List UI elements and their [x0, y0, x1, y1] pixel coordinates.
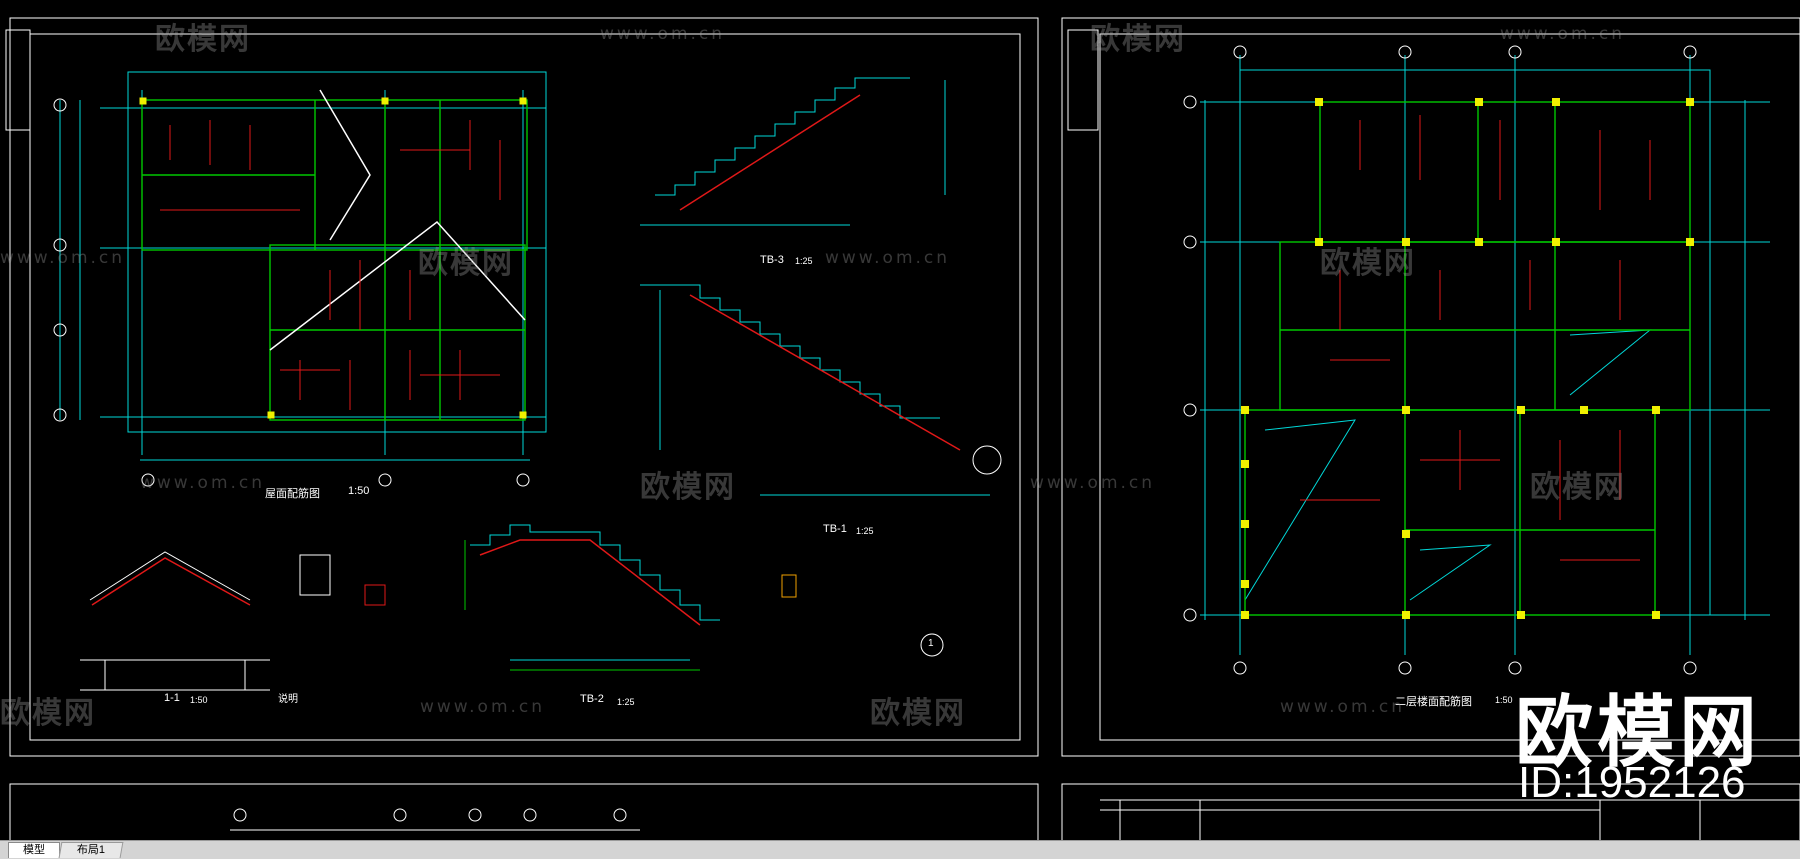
- notes-title: 说明: [278, 694, 298, 705]
- tb2-label: TB-2: [580, 693, 604, 705]
- section-scale: 1:50: [190, 695, 208, 705]
- left-plan-title: 屋面配筋图: [265, 488, 320, 500]
- tb1-label: TB-1: [823, 523, 847, 535]
- tab-layout1[interactable]: 布局1: [58, 842, 124, 858]
- tab-model[interactable]: 模型: [8, 842, 60, 858]
- tab-layout1-label: 布局1: [76, 844, 105, 856]
- overlay-id: ID:1952126: [1518, 758, 1746, 807]
- tb1-scale: 1:25: [856, 526, 874, 536]
- layout-tab-bar: 模型 布局1: [0, 840, 1800, 859]
- cad-drawing: [5, 17, 1800, 840]
- overlay-brand: 欧模网: [1515, 688, 1762, 778]
- right-plan-title: 二层楼面配筋图: [1395, 696, 1472, 708]
- tb3-scale: 1:25: [795, 256, 813, 266]
- tb3-label: TB-3: [760, 254, 784, 266]
- detail-circle-number: 1: [928, 638, 934, 649]
- left-plan-scale: 1:50: [348, 485, 370, 497]
- right-plan-scale: 1:50: [1495, 695, 1513, 705]
- cad-model-space[interactable]: 屋面配筋图 1:50 TB-3 1:25 TB-1 1:25 TB-2 1:25…: [0, 0, 1800, 840]
- section-label: 1-1: [164, 692, 180, 704]
- tb2-scale: 1:25: [617, 697, 635, 707]
